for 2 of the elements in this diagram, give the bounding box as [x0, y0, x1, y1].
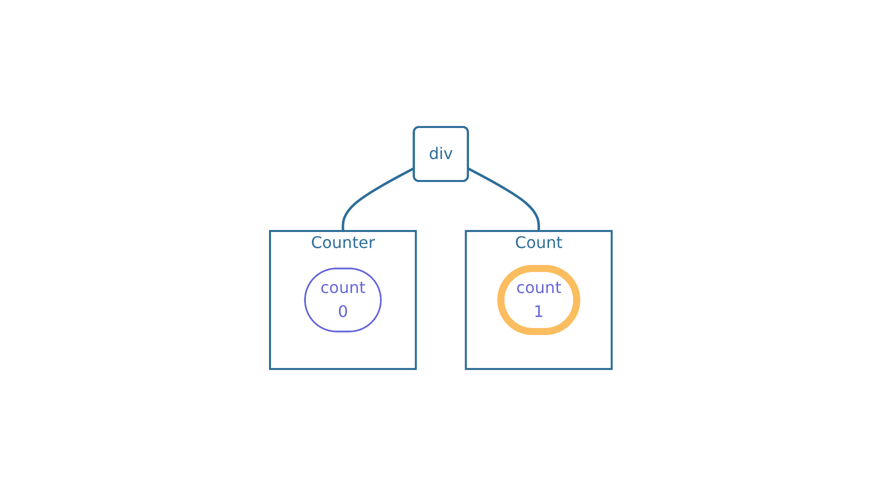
connector: [466, 166, 540, 230]
connector: [341, 166, 414, 230]
